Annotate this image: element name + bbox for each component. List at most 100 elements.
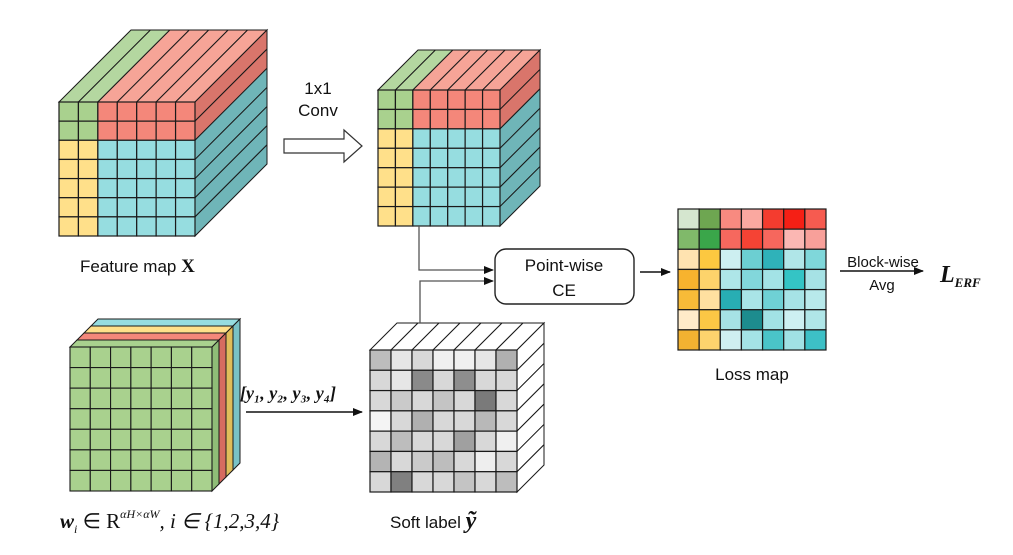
loss-cell [804, 288, 827, 311]
grid-cell [481, 205, 501, 227]
grid-cell [432, 471, 455, 493]
weight-cell [110, 346, 132, 369]
loss-map-label: Loss map [715, 365, 789, 384]
grid-cell [136, 139, 157, 161]
grid-cell [411, 471, 434, 493]
grid-cell [394, 128, 414, 149]
grid-cell [429, 89, 449, 111]
loss-cell [719, 208, 743, 230]
grid-cell [453, 410, 476, 432]
loss-cell [740, 309, 764, 331]
grid-cell [412, 147, 431, 169]
grid-cell [155, 139, 177, 161]
loss-cell [761, 208, 785, 230]
loss-cell [783, 228, 806, 250]
grid-cell [453, 369, 476, 392]
grid-cell [411, 389, 434, 412]
weight-cell [150, 408, 172, 430]
grid-cell [97, 120, 118, 141]
grid-cell [481, 128, 501, 149]
grid-cell [174, 158, 196, 180]
loss-cell [761, 228, 785, 250]
grid-cell [136, 158, 157, 180]
weight-cell [191, 387, 213, 410]
grid-cell [136, 101, 157, 122]
grid-cell [411, 349, 434, 371]
grid-cell [136, 216, 157, 237]
grid-cell [377, 147, 397, 169]
grid-cell [464, 205, 484, 227]
weight-layer-top [68, 339, 221, 348]
grid-cell [377, 108, 397, 130]
loss-cell [677, 228, 700, 250]
weight-cell [89, 408, 112, 430]
weight-cell [170, 346, 193, 369]
weight-cell [110, 408, 132, 430]
grid-cell [447, 147, 466, 169]
grid-cell [155, 120, 177, 141]
grid-cell [464, 147, 484, 169]
grid-cell [447, 128, 466, 149]
loss-cell [740, 208, 764, 230]
grid-cell [377, 167, 397, 188]
grid-cell [412, 108, 431, 130]
weight-cell [130, 387, 152, 410]
grid-cell [390, 349, 413, 371]
weight-cell [130, 408, 152, 430]
grid-cell [464, 186, 484, 208]
grid-cell [447, 167, 466, 188]
loss-cell [698, 228, 721, 250]
conv-label-line2: Conv [298, 101, 338, 120]
grid-cell [390, 430, 413, 453]
weight-cell [191, 408, 213, 430]
weight-cell [191, 346, 213, 369]
weight-cell [170, 449, 193, 471]
grid-cell [495, 471, 518, 493]
weight-cell [110, 469, 132, 492]
weight-layer-side [211, 338, 220, 493]
loss-erf-symbol: LERF [939, 262, 981, 290]
loss-cell [761, 329, 785, 351]
grid-cell [464, 167, 484, 188]
weight-cell [130, 346, 152, 369]
feature-map-cube [57, 28, 269, 238]
weight-cell [191, 469, 213, 492]
block-wise-label: Block-wise [847, 254, 919, 271]
grid-cell [474, 410, 497, 432]
grid-cell [481, 147, 501, 169]
grid-cell [429, 147, 449, 169]
grid-cell [174, 177, 196, 199]
feature-map-label: Feature map X [80, 256, 195, 277]
grid-cell [116, 216, 138, 237]
grid-cell [447, 186, 466, 208]
grid-cell [474, 369, 497, 392]
loss-cell [698, 288, 721, 311]
grid-cell [116, 158, 138, 180]
grid-cell [390, 389, 413, 412]
grid-cell [369, 389, 392, 412]
loss-cell [761, 268, 785, 291]
grid-cell [77, 139, 99, 161]
grid-cell [77, 158, 99, 180]
loss-cell [804, 329, 827, 351]
weight-map-stack [68, 317, 242, 493]
grid-cell [369, 410, 392, 432]
weight-cell [150, 428, 172, 451]
loss-cell [698, 268, 721, 291]
weight-cell [150, 387, 172, 410]
weight-cell [170, 387, 193, 410]
soft-label-cube [368, 321, 546, 494]
loss-cell [719, 329, 743, 351]
grid-cell [77, 197, 99, 218]
grid-cell [394, 89, 414, 111]
grid-cell [481, 167, 501, 188]
loss-cell [698, 208, 721, 230]
grid-cell [495, 450, 518, 473]
grid-cell [369, 471, 392, 493]
grid-cell [495, 389, 518, 412]
grid-cell [447, 205, 466, 227]
grid-cell [429, 205, 449, 227]
grid-cell [155, 216, 177, 237]
point-wise-ce-line2: CE [552, 281, 576, 300]
weights-formula: wi ∈ RαH×αW, i ∈ {1,2,3,4} [60, 507, 280, 536]
